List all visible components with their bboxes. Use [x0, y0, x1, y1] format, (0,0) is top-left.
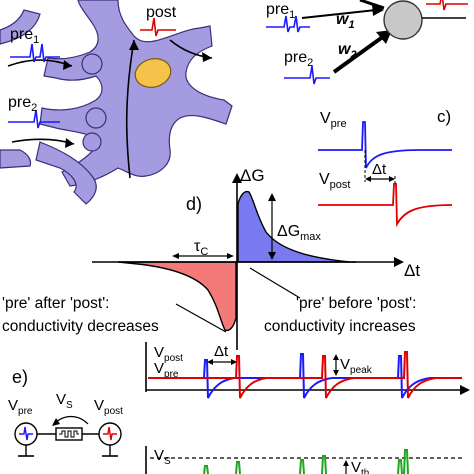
panel-d-tag: d) [186, 194, 202, 214]
vth-label: Vth [351, 459, 369, 474]
arrowhead [268, 252, 276, 260]
nucleus [134, 58, 172, 88]
panel-e-voltage-traces: Vpost Vpre Δt Vpeak VS [145, 342, 470, 474]
post-trace [148, 351, 462, 399]
panel-e-tag: e) [12, 367, 28, 387]
arrowhead [231, 359, 237, 365]
pre2-input-spike [284, 65, 330, 85]
dendrite-lower-left [35, 141, 97, 205]
arrowhead [268, 193, 276, 201]
circuit-vs-label: VS [56, 391, 73, 411]
left-note-line2: conductivity decreases [2, 318, 159, 335]
trace-dt-label: Δt [214, 343, 229, 360]
weight-top-arrow [359, 0, 385, 10]
circuit-vpost-label: Vpost [94, 397, 123, 417]
pre-trace [148, 353, 462, 399]
pre1-input-spike [266, 15, 310, 33]
dendrite-left [0, 149, 32, 169]
synapse-bouton [85, 107, 107, 129]
memristor-glyph [59, 430, 79, 438]
x-axis-label: Δt [404, 261, 420, 280]
time-axis-arrowhead [460, 385, 470, 395]
arrowhead [52, 418, 60, 426]
w1-label: w1 [336, 11, 355, 31]
dt-label: Δt [372, 161, 387, 178]
left-note-pointer [175, 303, 227, 333]
y-axis-arrowhead [232, 173, 242, 183]
vpre-source-glyph [19, 426, 33, 441]
panel-e-circuit: e) Vpre VS Vpost [8, 367, 123, 457]
synapse-bouton [82, 132, 102, 152]
arrowhead [365, 176, 371, 182]
pre1-input-label: pre1 [266, 1, 295, 21]
vpre-label: Vpre [320, 110, 347, 130]
pre2-input-label: pre2 [284, 49, 313, 69]
arrowhead [202, 52, 212, 62]
panel-c-spike-timing: c) Vpre Vpost Δt [318, 107, 453, 228]
right-note-line2: conductivity increases [264, 318, 416, 335]
w2-label: w2 [338, 41, 357, 61]
right-note-line1: 'pre' before 'post': [296, 295, 416, 312]
post-spike-trace [140, 17, 176, 37]
panel-a-neuron-sketch: post pre1 pre2 [0, 0, 233, 205]
depression-lobe [117, 261, 237, 332]
arrowhead [129, 40, 139, 50]
arrowhead [227, 253, 234, 259]
vs-trace [203, 449, 409, 474]
output-spike [426, 0, 468, 11]
pre1-spike-trace [10, 43, 60, 63]
tau-label: τC [194, 238, 208, 258]
dendrite-top-left [0, 9, 41, 45]
arrowhead [63, 60, 72, 70]
arrowhead [333, 354, 339, 360]
synapse-bouton [81, 53, 103, 75]
signal-arrow [125, 39, 135, 179]
trace-vpre-label: Vpre [154, 360, 179, 380]
weight-w2-arrow [332, 34, 386, 74]
right-note-pointer [249, 267, 301, 299]
panel-c-tag: c) [437, 107, 451, 126]
arrowhead [65, 138, 74, 148]
gmax-label: ΔGmax [277, 223, 321, 243]
arrowhead [333, 370, 339, 376]
vpeak-label: Vpeak [340, 356, 373, 376]
post-label: post [146, 4, 177, 21]
neuron-node [383, 0, 423, 40]
pre2-spike-trace [8, 109, 60, 129]
vpost-source-glyph [103, 426, 117, 441]
panel-b-weights-sketch: pre1 pre2 w1 w2 [266, 0, 468, 85]
arrowhead [343, 460, 349, 466]
arrowhead [172, 253, 179, 259]
pre1-label: pre1 [10, 26, 39, 46]
arrowhead [372, 4, 384, 16]
pre2-label: pre2 [8, 94, 37, 114]
y-axis-label: ΔG [240, 166, 265, 185]
potentiation-lobe [237, 190, 356, 263]
arrowhead [207, 359, 213, 365]
trace-vpost-label: Vpost [154, 344, 183, 364]
arrowhead [376, 30, 392, 44]
panel-d-stdp-window: d) ΔG Δt ΔGmax τC 'pre' after 'post': co… [2, 166, 420, 350]
arrowhead [389, 176, 395, 182]
left-note-line1: 'pre' after 'post': [2, 295, 109, 312]
circuit-vpre-label: Vpre [8, 397, 33, 417]
vs-trace-label: VS [154, 447, 171, 467]
vpre-trace [318, 121, 452, 169]
x-axis-arrowhead [394, 257, 404, 267]
vpost-label: Vpost [319, 171, 350, 191]
weight-w1-arrow [301, 9, 377, 19]
